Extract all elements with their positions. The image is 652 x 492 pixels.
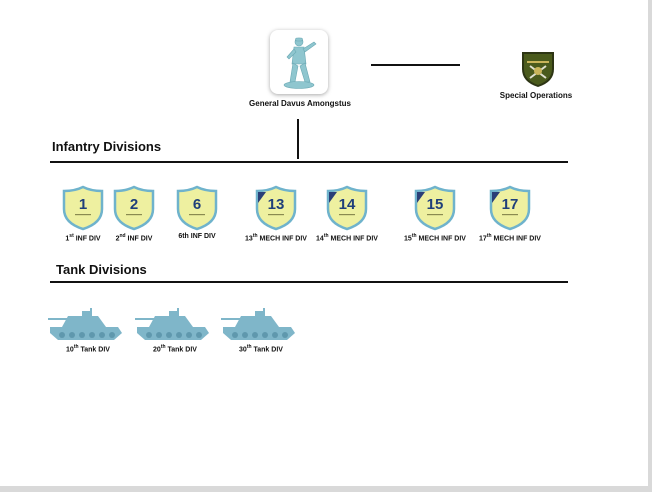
command-link-line <box>371 64 460 66</box>
infantry-division-6: 6 6th INF DIV <box>167 185 227 240</box>
tank-icon <box>221 308 295 340</box>
division-shield-icon: 6 <box>176 185 218 231</box>
infantry-section-title: Infantry Divisions <box>52 139 162 154</box>
division-caption: 6th INF DIV <box>178 233 216 240</box>
tank-division-10: 10th Tank DIV <box>48 303 128 353</box>
tank-section-title: Tank Divisions <box>56 262 147 277</box>
division-number: 13 <box>268 196 285 213</box>
tank-division-30: 30th Tank DIV <box>221 303 301 353</box>
tank-caption: 10th Tank DIV <box>66 344 110 354</box>
mech-stripe <box>417 192 425 203</box>
page-edge-right <box>648 0 652 492</box>
division-shield-icon: 17 <box>489 185 531 231</box>
infantry-division-17: 17 17th MECH INF DIV <box>473 185 547 242</box>
infantry-division-14: 14 14th MECH INF DIV <box>310 185 384 242</box>
toy-soldier-icon <box>283 37 317 89</box>
infantry-division-13: 13 13th MECH INF DIV <box>239 185 313 242</box>
division-shield-icon: 2 <box>113 185 155 231</box>
division-caption: 2nd INF DIV <box>115 233 153 243</box>
infantry-division-15: 15 15th MECH INF DIV <box>398 185 472 242</box>
division-shield-icon: 14 <box>326 185 368 231</box>
division-shield-icon: 15 <box>414 185 456 231</box>
commander-label: General Davus Amongstus <box>249 99 351 108</box>
mech-stripe <box>492 192 500 203</box>
infantry-section-rule <box>50 161 568 163</box>
division-caption: 17th MECH INF DIV <box>479 233 541 243</box>
tank-section-rule <box>50 281 568 283</box>
tank-caption: 20th Tank DIV <box>153 344 197 354</box>
page-edge-bottom <box>0 486 652 492</box>
division-caption: 1st INF DIV <box>65 233 101 243</box>
command-vertical-line <box>297 119 299 159</box>
tank-division-20: 20th Tank DIV <box>135 303 215 353</box>
division-caption: 14th MECH INF DIV <box>316 233 378 243</box>
special-ops-label: Special Operations <box>499 91 573 100</box>
mech-stripe <box>329 192 337 203</box>
infantry-division-2: 2 2nd INF DIV <box>104 185 164 242</box>
division-number: 15 <box>427 196 444 213</box>
division-shield-icon: 1 <box>62 185 104 231</box>
division-shield-icon: 13 <box>255 185 297 231</box>
commander-node <box>270 30 328 94</box>
tank-icon <box>135 308 209 340</box>
division-number: 2 <box>130 196 138 213</box>
mech-stripe <box>258 192 266 203</box>
infantry-division-1: 1 1st INF DIV <box>53 185 113 242</box>
division-number: 14 <box>339 196 356 213</box>
division-number: 1 <box>79 196 87 213</box>
special-ops-badge-icon <box>519 49 557 94</box>
division-number: 6 <box>193 196 201 213</box>
tank-caption: 30th Tank DIV <box>239 344 283 354</box>
division-number: 17 <box>502 196 519 213</box>
division-caption: 15th MECH INF DIV <box>404 233 466 243</box>
division-caption: 13th MECH INF DIV <box>245 233 307 243</box>
tank-icon <box>48 308 122 340</box>
